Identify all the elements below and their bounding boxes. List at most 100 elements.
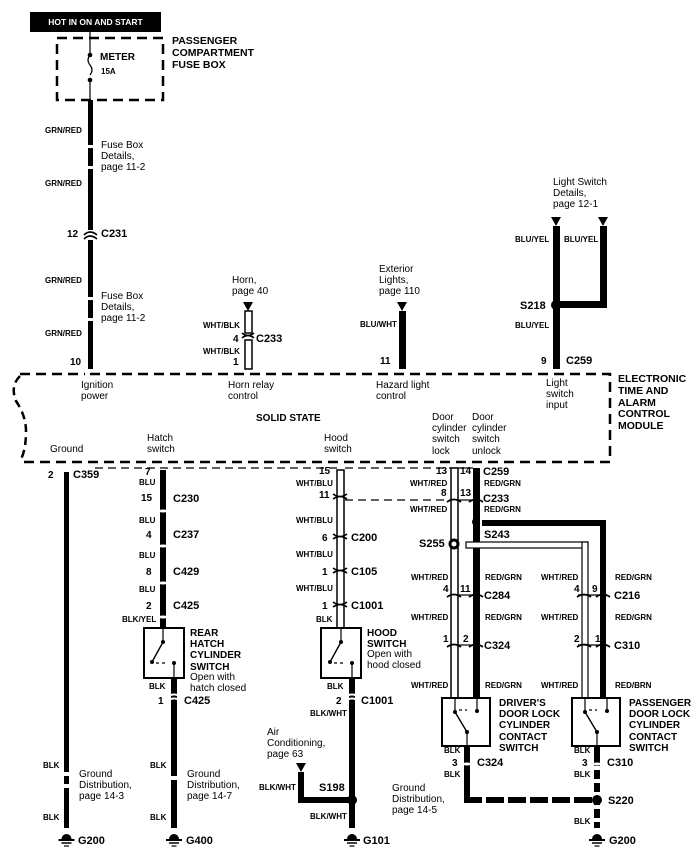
connector-label: C1001: [351, 600, 384, 612]
wire-color: GRN/RED: [45, 179, 82, 188]
connector-c231-icon: [83, 231, 98, 240]
terminal-label: Ignition power: [81, 380, 114, 403]
hood-switch-note: Open with hood closed: [367, 649, 421, 672]
connector-label: C233: [256, 333, 283, 345]
ground-distribution-link[interactable]: Ground Distribution, page 14-3: [79, 769, 132, 803]
fuse-box: [55, 32, 165, 102]
wire-color: BLK: [574, 746, 591, 755]
connector-label: C200: [351, 532, 378, 544]
connector-label: C259: [483, 466, 510, 478]
light-switch-details-link[interactable]: Light Switch Details, page 12-1: [553, 177, 607, 211]
arrow-down-icon: [598, 217, 608, 226]
power-wire: [83, 100, 98, 369]
wire-color: BLK: [150, 813, 167, 822]
connector-label: C310: [614, 640, 641, 652]
ground-distribution-link[interactable]: Ground Distribution, page 14-5: [392, 783, 445, 817]
pin-number: 11: [319, 490, 330, 501]
wire-color: BLK/WHT: [310, 709, 347, 718]
connector-label: C425: [184, 695, 211, 707]
terminal-label: Horn relay control: [228, 380, 275, 403]
terminal-label: Hatch switch: [147, 433, 175, 456]
pin-number: 15: [319, 466, 331, 477]
wire-color: WHT/RED: [410, 505, 448, 514]
wire-color: BLK/WHT: [310, 812, 347, 821]
control-module-box: [12, 372, 612, 501]
wire-color: RED/GRN: [485, 681, 522, 690]
arrow-down-icon: [243, 302, 253, 311]
pin-number: 1: [322, 567, 328, 578]
arrow-down-icon: [551, 217, 561, 226]
terminal-label: Hood switch: [324, 433, 352, 456]
wire-color: RED/GRN: [615, 573, 652, 582]
splice-label: S243: [484, 529, 510, 541]
wire-color: WHT/RED: [411, 613, 449, 622]
horn-link[interactable]: Horn, page 40: [232, 275, 269, 298]
splice-label: S220: [608, 795, 634, 807]
passenger-door-switch-label: PASSENGER DOOR LOCK CYLINDER CONTACT SWI…: [629, 698, 692, 754]
wire-color: WHT/BLU: [296, 479, 333, 488]
wire-color: BLU/YEL: [515, 235, 550, 244]
light-switch-wires: [551, 217, 608, 369]
pin-number: 11: [460, 584, 471, 595]
wire-color: BLK: [316, 615, 333, 624]
terminal-label: Ground: [50, 444, 84, 455]
arrow-down-icon: [296, 763, 306, 772]
wire-color: BLU: [139, 585, 156, 594]
driver-door-wires: [446, 467, 611, 699]
wire-color: BLK: [574, 817, 591, 826]
connector-label: C216: [614, 590, 641, 602]
wire-color: BLK: [149, 682, 166, 691]
wire-color: RED/GRN: [485, 613, 522, 622]
pin-number: 13: [436, 466, 448, 477]
fuse-box-details-link[interactable]: Fuse Box Details, page 11-2: [101, 291, 146, 325]
connector-label: C231: [101, 228, 128, 240]
air-conditioning-link[interactable]: Air Conditioning, page 63: [267, 727, 326, 761]
terminal-label: Door cylinder switch lock: [432, 412, 467, 457]
connector-label: C324: [484, 640, 511, 652]
wire-color: GRN/RED: [45, 126, 82, 135]
wire-color: RED/GRN: [485, 573, 522, 582]
connector-label: C324: [477, 757, 504, 769]
module-type: SOLID STATE: [256, 413, 321, 424]
wire-color: BLU: [139, 478, 156, 487]
pin-number: 12: [67, 229, 79, 240]
passenger-door-switch: [571, 697, 621, 847]
wire-color: BLK: [43, 813, 60, 822]
connector-label: C105: [351, 566, 378, 578]
wire-color: BLU/YEL: [564, 235, 599, 244]
wire-color: BLK: [444, 746, 461, 755]
ground-distribution-link[interactable]: Ground Distribution, page 14-7: [187, 769, 240, 803]
connector-label: C230: [173, 493, 200, 505]
drivers-door-switch-label: DRIVER'S DOOR LOCK CYLINDER CONTACT SWIT…: [499, 698, 561, 754]
splice-label: S198: [319, 782, 345, 794]
wire-color: WHT/BLU: [296, 516, 333, 525]
wire-color: BLU: [139, 551, 156, 560]
pin-number: 7: [145, 467, 151, 478]
pin-number: 4: [146, 530, 152, 541]
ground-wire-g200: [57, 472, 76, 847]
horn-wire: [241, 302, 255, 370]
wire-color: WHT/BLK: [203, 321, 240, 330]
wire-color: WHT/BLU: [296, 550, 333, 559]
connector-label: C359: [73, 469, 100, 481]
hood-switch-label: HOOD SWITCH: [367, 628, 407, 651]
fuse-box-details-link[interactable]: Fuse Box Details, page 11-2: [101, 140, 146, 174]
pin-number: 3: [452, 758, 458, 769]
pin-number: 4: [233, 334, 239, 345]
pin-number: 11: [380, 356, 391, 367]
connector-label: C425: [173, 600, 200, 612]
wire-color: BLU: [139, 516, 156, 525]
exterior-lights-link[interactable]: Exterior Lights, page 110: [379, 264, 420, 298]
module-title: ELECTRONIC TIME AND ALARM CONTROL MODULE: [618, 373, 687, 432]
wire-color: GRN/RED: [45, 276, 82, 285]
wire-color: WHT/BLK: [203, 347, 240, 356]
wire-color: BLK/YEL: [122, 615, 157, 624]
terminal-label: Hazard light control: [376, 380, 430, 403]
pin-number: 10: [70, 357, 82, 368]
connector-label: C233: [483, 493, 510, 505]
pin-number: 2: [146, 601, 152, 612]
wire-color: BLK: [150, 761, 167, 770]
pin-number: 6: [322, 533, 328, 544]
pin-number: 1: [443, 634, 449, 645]
